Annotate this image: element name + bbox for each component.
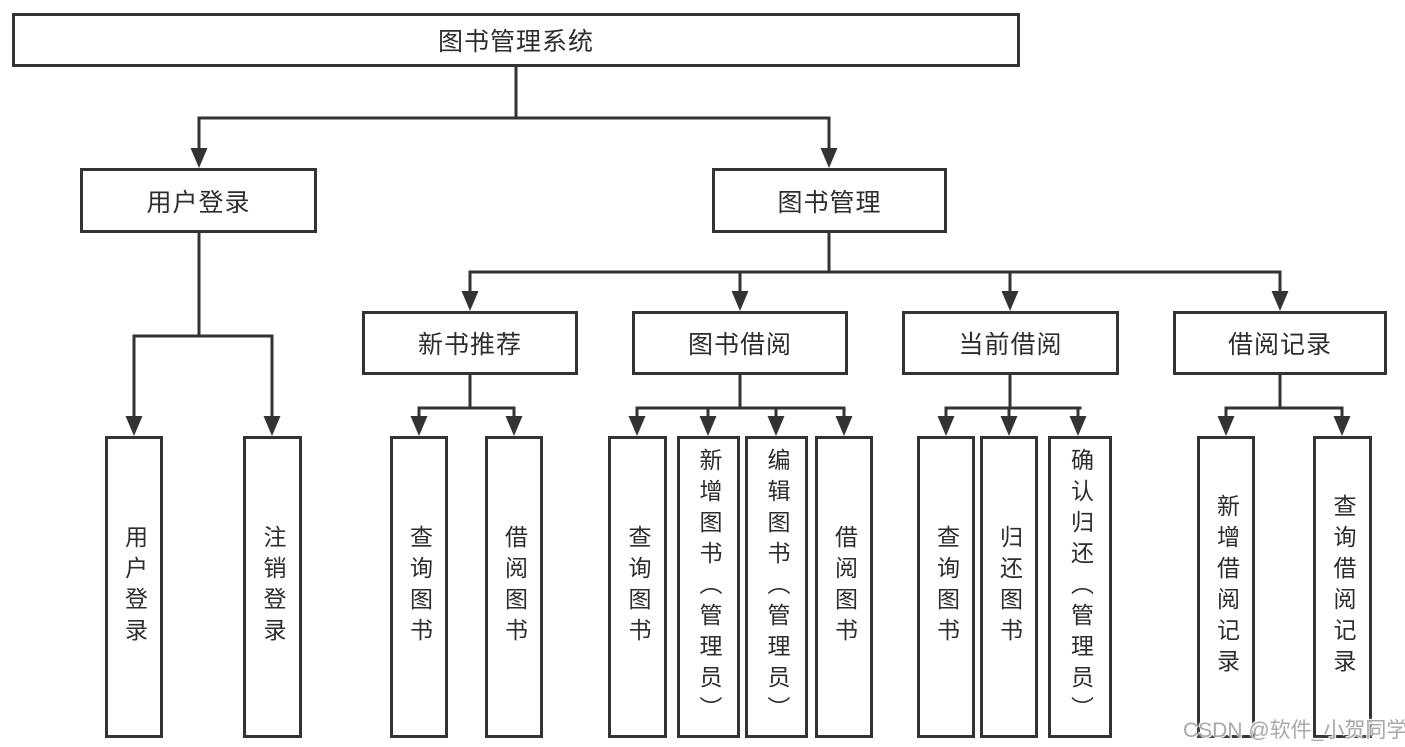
leaf-query-borrow-record: 查询借阅记录 (1313, 436, 1372, 738)
node-book-borrowing: 图书借阅 (632, 311, 848, 375)
node-user-login: 用户登录 (80, 168, 317, 233)
leaf-add-borrow-record: 新增借阅记录 (1197, 436, 1255, 738)
leaf-query-books-recommend: 查询图书 (390, 436, 448, 738)
leaf-user-login: 用户登录 (105, 436, 163, 738)
node-book-management: 图书管理 (712, 168, 947, 233)
leaf-query-books-borrowing: 查询图书 (608, 436, 667, 738)
leaf-edit-book-admin: 编辑图书（管理员） (745, 436, 808, 738)
node-book-management-system: 图书管理系统 (12, 13, 1020, 67)
leaf-add-book-admin: 新增图书（管理员） (677, 436, 740, 738)
leaf-borrow-books: 借阅图书 (815, 436, 873, 738)
leaf-return-books: 归还图书 (980, 436, 1038, 738)
node-borrow-records: 借阅记录 (1173, 311, 1387, 375)
leaf-confirm-return-admin: 确认归还（管理员） (1048, 436, 1112, 738)
leaf-logout: 注销登录 (243, 436, 302, 738)
watermark-text: CSDN @软件_小贺同学 (1183, 719, 1405, 742)
node-new-book-recommend: 新书推荐 (362, 311, 578, 375)
node-current-borrowing: 当前借阅 (902, 311, 1119, 375)
leaf-borrow-books-recommend: 借阅图书 (485, 436, 543, 738)
leaf-query-books-current: 查询图书 (917, 436, 975, 738)
